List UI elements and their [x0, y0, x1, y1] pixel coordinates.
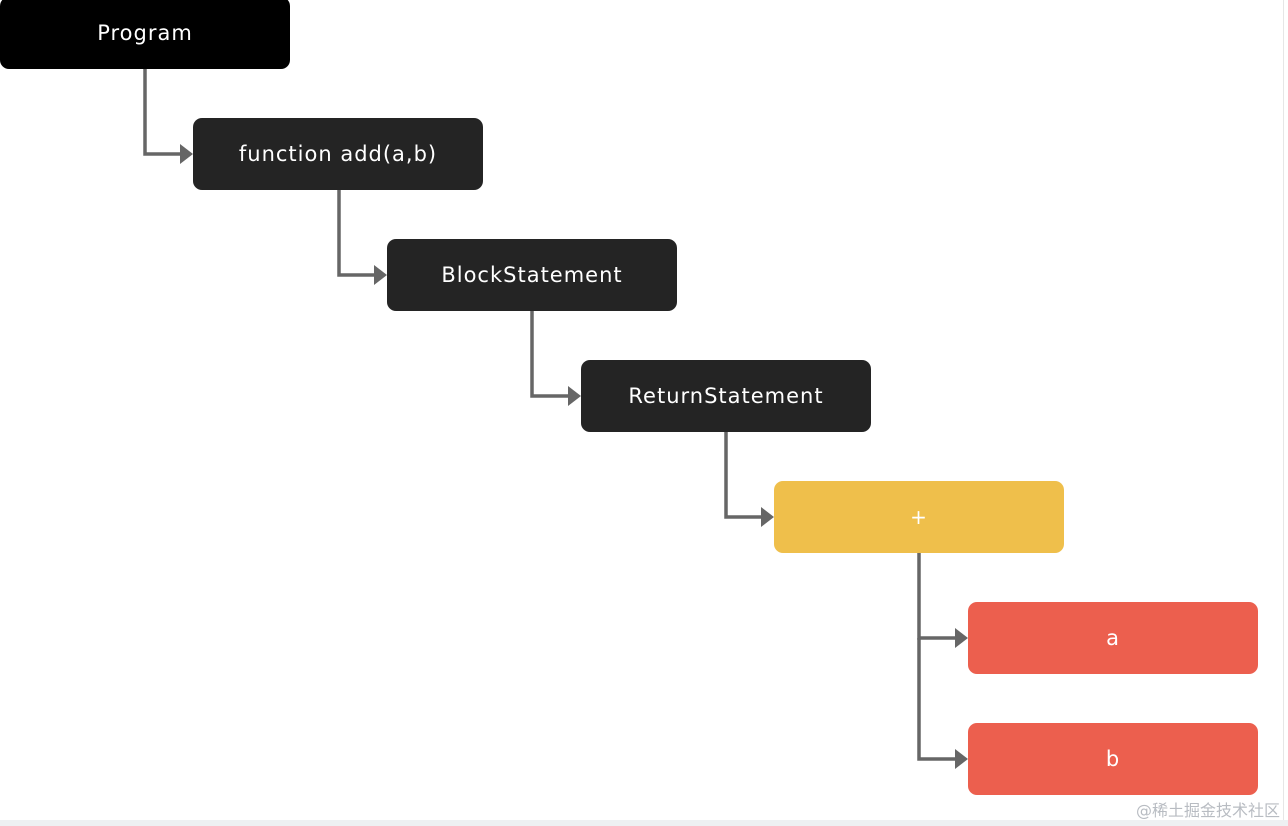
node-identifier-b-label: b: [1105, 747, 1121, 771]
bottom-border: [0, 820, 1288, 826]
node-binary-operator-label: +: [910, 505, 928, 529]
node-function-label: function add(a,b): [238, 142, 438, 166]
arrowhead-block: [374, 265, 387, 285]
node-program: Program: [0, 0, 290, 69]
arrowhead-plus: [761, 507, 774, 527]
right-border: [1283, 0, 1284, 826]
edge-function-block: [337, 190, 376, 277]
node-return-statement-label: ReturnStatement: [628, 384, 824, 408]
node-binary-operator: +: [774, 481, 1064, 553]
arrowhead-return: [568, 386, 581, 406]
edge-plus-a: [917, 553, 956, 640]
watermark: @稀土掘金技术社区: [1135, 801, 1280, 820]
edge-program-function: [143, 69, 182, 156]
node-return-statement: ReturnStatement: [581, 360, 871, 432]
edge-plus-b: [917, 638, 956, 761]
edge-block-return: [530, 311, 569, 398]
arrowhead-a: [955, 628, 968, 648]
node-identifier-b: b: [968, 723, 1258, 795]
node-identifier-a: a: [968, 602, 1258, 674]
node-function: function add(a,b): [193, 118, 483, 190]
edge-return-plus: [724, 432, 763, 519]
node-identifier-a-label: a: [1106, 626, 1120, 650]
node-program-label: Program: [97, 21, 193, 45]
node-block-statement-label: BlockStatement: [441, 263, 623, 287]
arrowhead-function: [180, 144, 193, 164]
arrowhead-b: [955, 749, 968, 769]
node-block-statement: BlockStatement: [387, 239, 677, 311]
